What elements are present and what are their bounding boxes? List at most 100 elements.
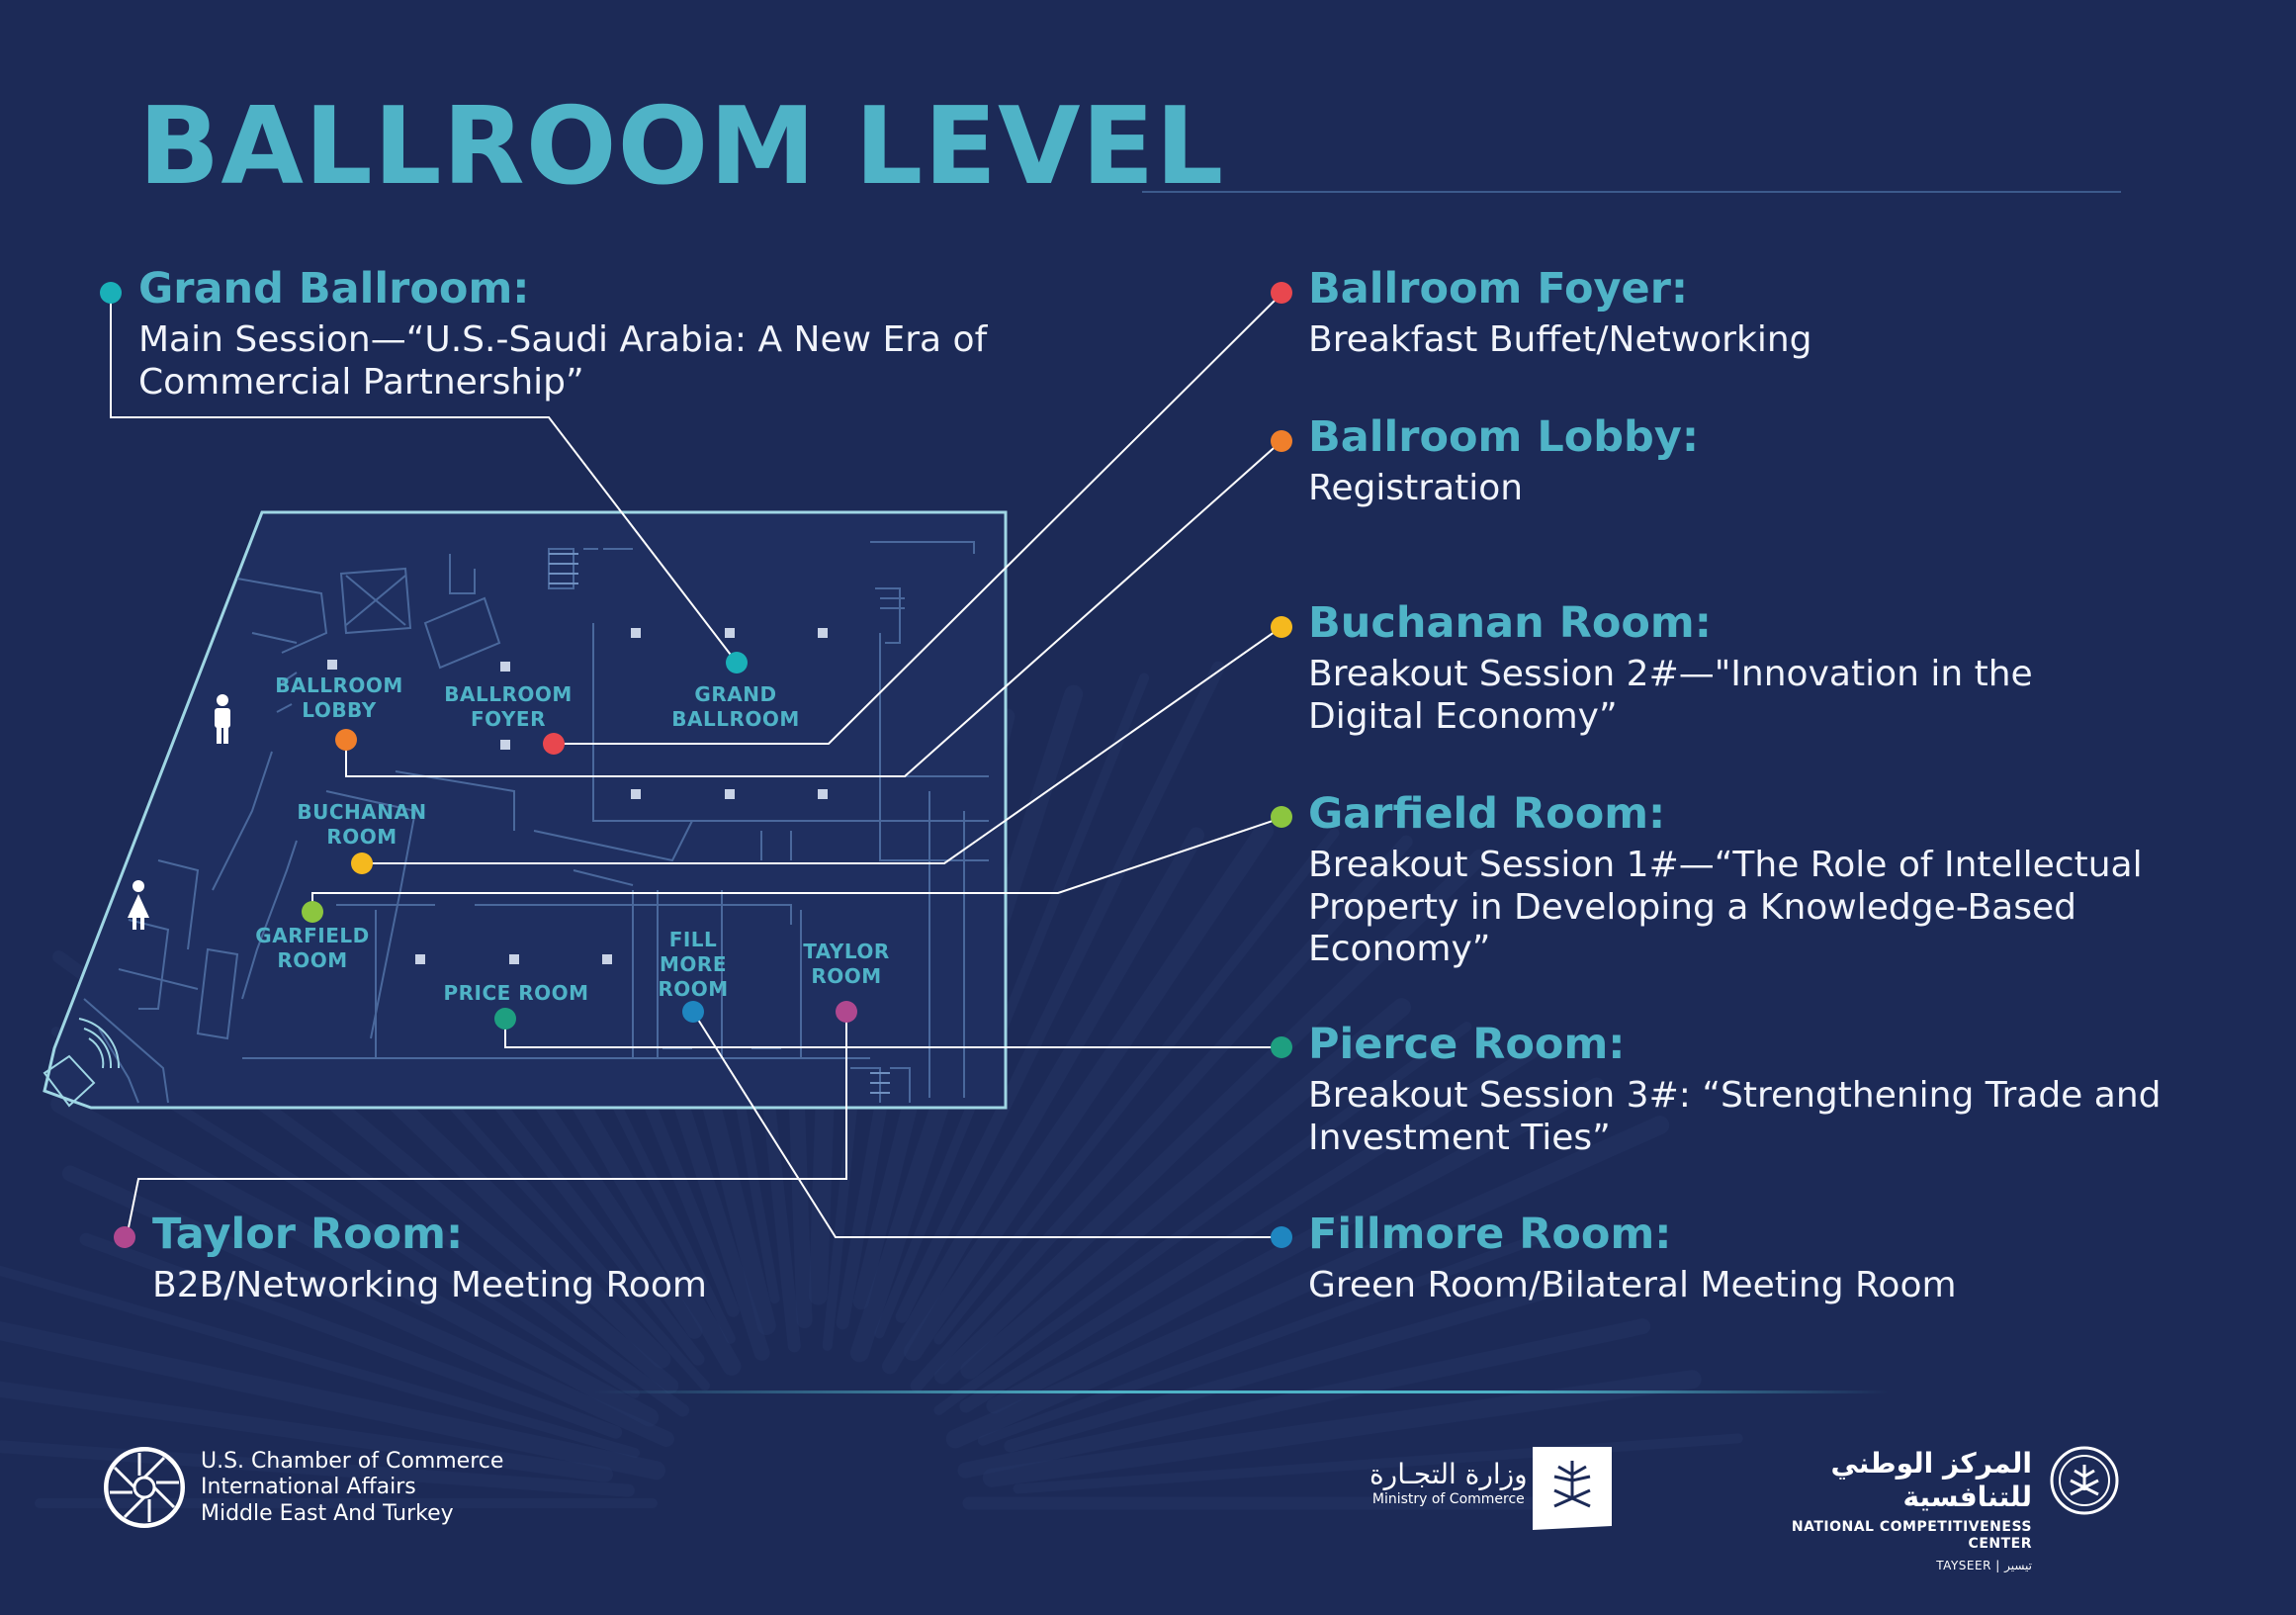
pillar [602, 954, 612, 964]
ncc-emblem-icon [2050, 1446, 2119, 1515]
connector-lines [110, 293, 1282, 1238]
decorative-ray [61, 1165, 674, 1447]
callout-description: Breakout Session 2#—"Innovation in the D… [1308, 654, 2033, 737]
map-label-grand-ballroom: GRAND BALLROOM [671, 682, 800, 731]
pillar [509, 954, 519, 964]
decorative-ray [933, 1022, 1472, 1415]
callout-pierce-room: Pierce Room: Breakout Session 3#: “Stren… [1308, 1020, 2178, 1159]
moc-english: Ministry of Commerce [1371, 1490, 1525, 1507]
page-title: BALLROOM LEVEL [138, 85, 1225, 209]
marker-buchanan-room [351, 852, 373, 874]
decorative-ray [1004, 1273, 1597, 1453]
decorative-ray [874, 673, 1150, 1339]
uscc-line-3: Middle East And Turkey [201, 1500, 454, 1526]
legend-dot-taylor-room [114, 1226, 135, 1248]
decorative-ray [945, 1116, 1670, 1449]
callout-fillmore-room: Fillmore Room: Green Room/Bilateral Meet… [1308, 1210, 2178, 1307]
decorative-ray [933, 828, 1340, 1345]
callout-description: Breakfast Buffet/Networking [1308, 319, 1812, 361]
marker-ballroom-foyer [543, 733, 565, 755]
footer-rule [593, 1391, 1889, 1393]
pillar [818, 789, 828, 799]
decorative-ray [0, 1320, 665, 1480]
callout-description: Main Session—“U.S.-Saudi Arabia: A New E… [138, 319, 988, 403]
callout-heading: Taylor Room: [152, 1210, 464, 1259]
floor-plan-walls [83, 541, 989, 1104]
pillar [500, 662, 510, 672]
callout-description: B2B/Networking Meeting Room [152, 1265, 707, 1306]
map-label-ballroom-foyer: BALLROOM FOYER [444, 682, 573, 731]
marker-taylor-room [836, 1001, 857, 1023]
map-label-ballroom-lobby: BALLROOM LOBBY [275, 673, 403, 722]
callout-heading: Pierce Room: [1308, 1020, 1626, 1069]
callout-description: Breakout Session 1#—“The Role of Intelle… [1308, 845, 2143, 969]
callout-description: Registration [1308, 468, 1524, 509]
decorative-ray [960, 998, 1412, 1380]
ncc-tayseer: TAYSEER | تيسير [1936, 1558, 2032, 1572]
callout-heading: Fillmore Room: [1308, 1210, 1672, 1259]
connector-buchanan-room [361, 626, 1282, 864]
pillar [725, 789, 735, 799]
moc-emblem-icon [1533, 1447, 1612, 1530]
uscc-logo-icon [104, 1447, 185, 1528]
marker-grand-ballroom [726, 652, 748, 673]
pillar [818, 628, 828, 638]
pillar [415, 954, 425, 964]
decorative-ray [959, 1045, 1539, 1413]
connector-ballroom-lobby [345, 440, 1282, 777]
callout-heading: Grand Ballroom: [138, 264, 530, 314]
decorative-ray [934, 850, 1488, 1385]
ncc-arabic: المركز الوطني للتنافسية [1830, 1447, 2032, 1513]
decorative-ray [1013, 1433, 1743, 1494]
legend-dot-grand-ballroom [100, 282, 122, 304]
callout-taylor-room: Taylor Room: B2B/Networking Meeting Room [152, 1210, 943, 1307]
ncc-english: NATIONAL COMPETITIVENESS CENTER [1791, 1519, 2032, 1552]
callout-garfield-room: Garfield Room: Breakout Session 1#—“The … [1308, 789, 2159, 970]
callout-buchanan-room: Buchanan Room: Breakout Session 2#—"Inno… [1308, 598, 2159, 738]
moc-arabic: وزارة التجـارة [1369, 1458, 1528, 1490]
male-restroom-icon [215, 694, 230, 744]
callout-description: Green Room/Bilateral Meeting Room [1308, 1265, 1957, 1306]
connector-grand-ballroom [110, 293, 738, 664]
decorative-ray [986, 1077, 1605, 1414]
legend-dot-garfield-room [1271, 806, 1292, 828]
uscc-line-1: U.S. Chamber of Commerce [201, 1449, 504, 1474]
decorative-ray [882, 827, 1204, 1375]
legend-dot-ballroom-foyer [1271, 282, 1292, 304]
moc-text: وزارة التجـارة Ministry of Commerce [1369, 1458, 1528, 1507]
uscc-line-2: International Affairs [201, 1475, 416, 1500]
connector-taylor-room [126, 1012, 847, 1238]
decorative-ray [977, 1234, 1541, 1446]
legend-dot-ballroom-lobby [1271, 430, 1292, 452]
pillar [327, 660, 337, 670]
decorative-ray [957, 1318, 1651, 1479]
connector-ballroom-foyer [554, 293, 1282, 745]
floor-plan-outline [43, 510, 1008, 1110]
callout-ballroom-lobby: Ballroom Lobby: Registration [1308, 412, 2159, 510]
pillar [500, 740, 510, 750]
map-label-buchanan-room: BUCHANAN ROOM [297, 800, 427, 849]
spiral-stair [43, 1018, 121, 1108]
legend-dot-buchanan-room [1271, 616, 1292, 638]
title-rule [1142, 191, 2121, 193]
decorative-ray [903, 821, 1275, 1362]
callout-heading: Ballroom Lobby: [1308, 412, 1700, 462]
location-markers [100, 282, 1292, 1248]
callout-ballroom-foyer: Ballroom Foyer: Breakfast Buffet/Network… [1308, 264, 2159, 362]
uscc-text: U.S. Chamber of Commerce International A… [201, 1449, 503, 1527]
marker-price-room [494, 1008, 516, 1030]
decorative-ray [910, 835, 1413, 1392]
pillar [725, 628, 735, 638]
map-label-taylor-room: TAYLOR ROOM [803, 940, 890, 988]
callout-description: Breakout Session 3#: “Strengthening Trad… [1308, 1075, 2162, 1158]
decorative-ray [50, 1094, 660, 1427]
connector-fillmore-room [692, 1011, 1281, 1238]
floor-plan-pillars [327, 628, 828, 964]
ncc-text: المركز الوطني للتنافسية NATIONAL COMPETI… [1735, 1447, 2032, 1572]
decorative-ray [0, 1381, 614, 1482]
decorative-ray [0, 1440, 635, 1497]
map-label-fill-more-room: FILL MORE ROOM [658, 928, 729, 1001]
pillar [631, 789, 641, 799]
floor-plan-stairs [549, 553, 890, 1094]
